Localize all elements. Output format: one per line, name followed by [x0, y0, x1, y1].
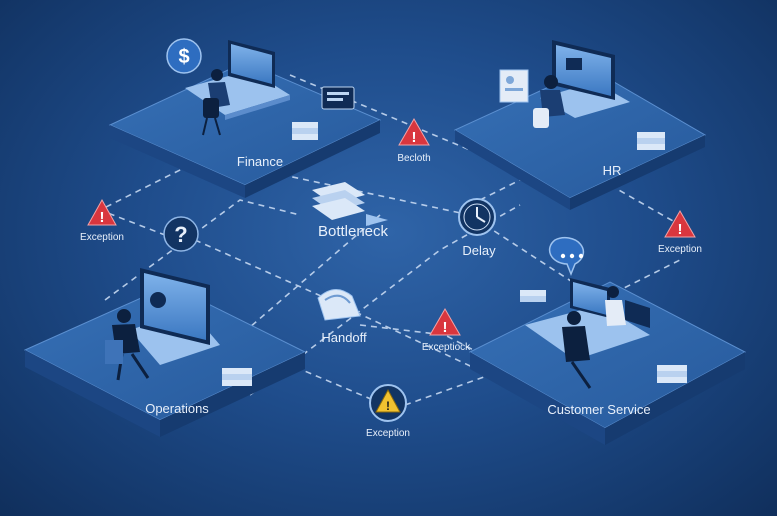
path-hr-right: [609, 184, 681, 226]
alert-label-middle: Exceptiock: [422, 342, 471, 353]
arrow-chevron: [366, 214, 388, 226]
handoff-icon: [317, 289, 361, 321]
alert-label-left: Exception: [80, 232, 124, 243]
warning-label: Exception: [366, 428, 410, 439]
path-ops-to-bottleneck: [234, 214, 381, 341]
path-finance-to-delay: [259, 169, 471, 216]
chat-icon: [548, 236, 585, 277]
path-ops-up: [104, 199, 301, 301]
svg-text:$: $: [178, 46, 189, 68]
alert-label-top-center: Becloth: [397, 153, 430, 164]
dollar-icon: $: [166, 38, 202, 74]
svg-text:!: !: [443, 319, 448, 336]
message-icon: [321, 86, 355, 110]
svg-text:!: !: [100, 209, 105, 226]
customer-service-platform: [468, 278, 747, 445]
alert-icon-left: !: [87, 198, 117, 226]
finance-platform: [108, 40, 382, 198]
svg-text:!: !: [386, 399, 390, 413]
svg-text:!: !: [412, 129, 417, 146]
operations-platform: [23, 268, 307, 437]
alert-icon-middle: !: [429, 307, 461, 336]
finance-label: Finance: [237, 154, 283, 169]
svg-text:!: !: [678, 221, 683, 238]
alert-icon-right: !: [664, 209, 696, 238]
alert-label-right: Exception: [658, 244, 702, 255]
bottleneck-label: Bottleneck: [318, 223, 389, 240]
warning-icon: !: [369, 384, 407, 422]
paper-stack: [292, 122, 318, 140]
hr-platform: [453, 40, 707, 210]
handoff-label: Handoff: [321, 330, 367, 345]
question-icon: ?: [163, 216, 199, 252]
svg-text:?: ?: [174, 222, 187, 247]
hr-label: HR: [603, 163, 622, 178]
operations-label: Operations: [145, 401, 209, 416]
customer-service-label: Customer Service: [547, 402, 650, 417]
clock-icon: [458, 198, 496, 236]
delay-label: Delay: [462, 243, 496, 258]
alert-icon-top-center: !: [398, 117, 430, 146]
bottleneck-stack: [312, 182, 365, 220]
